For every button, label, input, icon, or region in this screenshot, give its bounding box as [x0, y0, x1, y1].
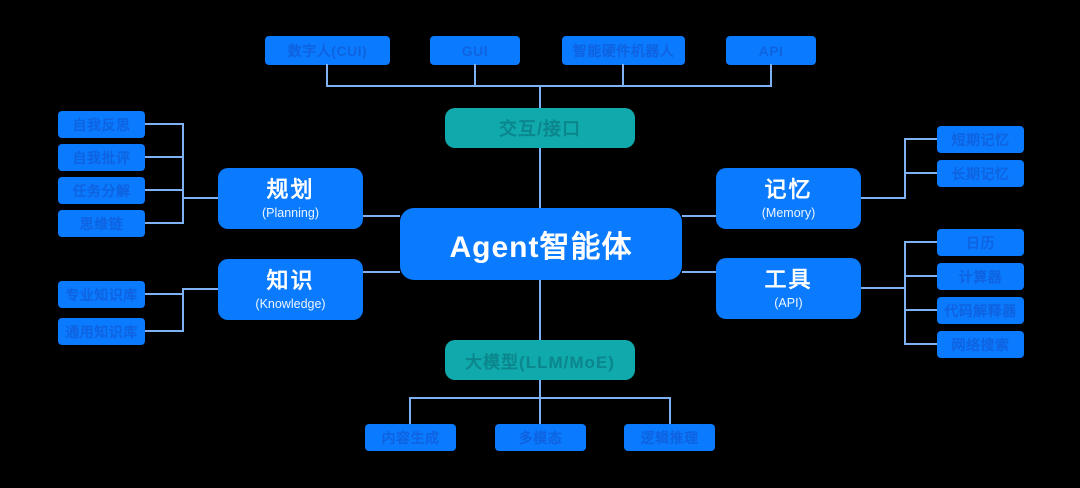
node-knowledge: 知识 (Knowledge): [218, 259, 363, 320]
connector-line: [326, 64, 328, 86]
planning-title: 规划: [266, 176, 315, 202]
node-knowledge-item-domain-kb: 专业知识库: [58, 281, 145, 308]
connector-line: [363, 215, 400, 217]
connector-line: [539, 148, 541, 208]
node-llm-layer: 大模型(LLM/MoE): [445, 340, 635, 380]
connector-line: [539, 397, 541, 424]
node-llm-capability-reasoning: 逻辑推理: [624, 424, 715, 451]
connector-line: [539, 85, 541, 108]
node-tools-item-code-interpreter: 代码解释器: [937, 297, 1024, 324]
node-tools-item-web-search: 网络搜索: [937, 331, 1024, 358]
connector-line: [182, 123, 184, 224]
connector-line: [182, 288, 218, 290]
node-interface-layer: 交互/接口: [445, 108, 635, 148]
connector-line: [145, 293, 183, 295]
node-agent-core: Agent智能体: [400, 208, 682, 280]
node-memory-item-short-term: 短期记忆: [937, 126, 1024, 153]
connector-line: [539, 280, 541, 340]
connector-line: [145, 222, 183, 224]
connector-line: [363, 271, 400, 273]
node-input-gui: GUI: [430, 36, 520, 65]
node-tools: 工具 (API): [716, 258, 861, 319]
node-input-smart-hardware-robot: 智能硬件机器人: [562, 36, 685, 65]
tools-subtitle: (API): [774, 295, 803, 310]
connector-line: [904, 172, 937, 174]
node-planning-item-self-critique: 自我批评: [58, 144, 145, 171]
node-planning-item-task-decomposition: 任务分解: [58, 177, 145, 204]
connector-line: [326, 85, 772, 87]
connector-line: [770, 64, 772, 86]
knowledge-subtitle: (Knowledge): [255, 296, 326, 311]
node-planning-item-chain-of-thought: 思维链: [58, 210, 145, 237]
node-planning-item-self-reflection: 自我反思: [58, 111, 145, 138]
connector-line: [145, 156, 183, 158]
connector-line: [669, 397, 671, 424]
connector-line: [145, 330, 183, 332]
connector-line: [145, 123, 183, 125]
node-llm-capability-multimodal: 多模态: [495, 424, 586, 451]
node-input-api: API: [726, 36, 816, 65]
memory-title: 记忆: [764, 176, 813, 202]
connector-line: [682, 215, 716, 217]
connector-line: [904, 275, 937, 277]
node-planning: 规划 (Planning): [218, 168, 363, 229]
connector-line: [904, 241, 937, 243]
node-tools-item-calendar: 日历: [937, 229, 1024, 256]
node-knowledge-item-general-kb: 通用知识库: [58, 318, 145, 345]
connector-line: [409, 397, 411, 424]
connector-line: [904, 241, 906, 345]
connector-line: [682, 271, 716, 273]
tools-title: 工具: [764, 266, 813, 292]
connector-line: [904, 343, 937, 345]
connector-line: [474, 64, 476, 86]
node-llm-capability-content-generation: 内容生成: [365, 424, 456, 451]
connector-line: [182, 288, 184, 332]
node-input-digital-human-cui: 数字人(CUI): [265, 36, 390, 65]
knowledge-title: 知识: [266, 267, 315, 293]
connector-line: [861, 197, 906, 199]
node-tools-item-calculator: 计算器: [937, 263, 1024, 290]
connector-line: [861, 287, 906, 289]
connector-line: [904, 309, 937, 311]
connector-line: [904, 138, 906, 199]
connector-line: [145, 189, 183, 191]
connector-line: [904, 138, 937, 140]
node-memory-item-long-term: 长期记忆: [937, 160, 1024, 187]
node-memory: 记忆 (Memory): [716, 168, 861, 229]
planning-subtitle: (Planning): [262, 205, 319, 220]
connector-line: [539, 380, 541, 398]
connector-line: [622, 64, 624, 86]
memory-subtitle: (Memory): [761, 205, 816, 220]
connector-line: [182, 197, 218, 199]
